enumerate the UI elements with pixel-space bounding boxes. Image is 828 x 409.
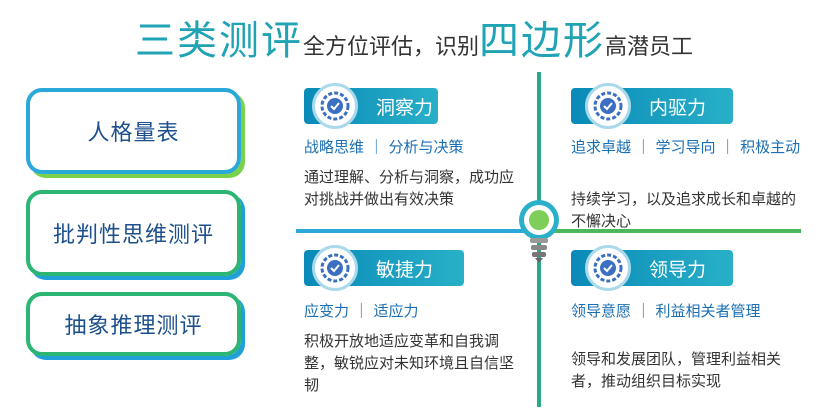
quadrant-insight-header: 洞察力: [304, 83, 438, 129]
page-title: 三类测评全方位评估，识别四边形高潜员工: [0, 8, 828, 66]
test-label: 批判性思维测评: [52, 223, 214, 248]
test-abstract-reasoning: 抽象推理测评: [26, 292, 241, 356]
quadrant-insight-sub: 战略思维 ｜ 分析与决策: [304, 138, 464, 156]
test-personality-inventory: 人格量表: [26, 88, 241, 174]
title-part3: 四边形: [479, 18, 605, 64]
title-part1: 三类测评: [134, 18, 303, 64]
quadrant-leadership-desc: 领导和发展团队，管理利益相关者，推动组织目标实现: [571, 350, 782, 390]
test-critical-thinking: 批判性思维测评: [26, 190, 241, 276]
gear-shield-icon: [320, 91, 350, 121]
quadrant-icon: [312, 245, 358, 291]
quadrant-insight-desc: 通过理解、分析与洞察，成功应对挑战并做出有效决策: [304, 168, 515, 208]
test-label: 人格量表: [87, 121, 180, 146]
quadrant-agility-header: 敏捷力: [304, 245, 464, 291]
horizontal-divider-right: [541, 229, 801, 233]
quadrant-drive-desc: 持续学习，以及追求成长和卓越的不懈决心: [571, 190, 797, 230]
gear-shield-icon: [320, 253, 350, 283]
quadrant-label: 敏捷力: [376, 259, 434, 281]
quadrant-icon: [585, 245, 631, 291]
gear-shield-icon: [593, 253, 623, 283]
quadrant-leadership-sub: 领导意愿 ｜ 利益相关者管理: [571, 302, 761, 320]
quadrant-leadership-header: 领导力: [571, 245, 733, 291]
quadrant-label: 领导力: [649, 259, 707, 281]
lightbulb-icon: [519, 200, 559, 263]
quadrant-label: 内驱力: [649, 97, 707, 119]
test-label: 抽象推理测评: [64, 314, 203, 339]
title-part2: 全方位评估，识别: [302, 35, 479, 60]
quadrant-drive-header: 内驱力: [571, 83, 733, 129]
quadrant-agility-desc: 积极开放地适应变革和自我调整，敏锐应对未知环境且自信坚韧: [304, 332, 515, 394]
quadrant-drive-sub: 追求卓越 ｜ 学习导向 ｜ 积极主动: [571, 138, 801, 156]
quadrant-icon: [585, 83, 631, 129]
quadrant-icon: [312, 83, 358, 129]
title-part4: 高潜员工: [605, 35, 694, 60]
gear-shield-icon: [593, 91, 623, 121]
quadrant-agility-sub: 应变力 ｜ 适应力: [304, 302, 419, 320]
quadrant-label: 洞察力: [376, 97, 434, 119]
